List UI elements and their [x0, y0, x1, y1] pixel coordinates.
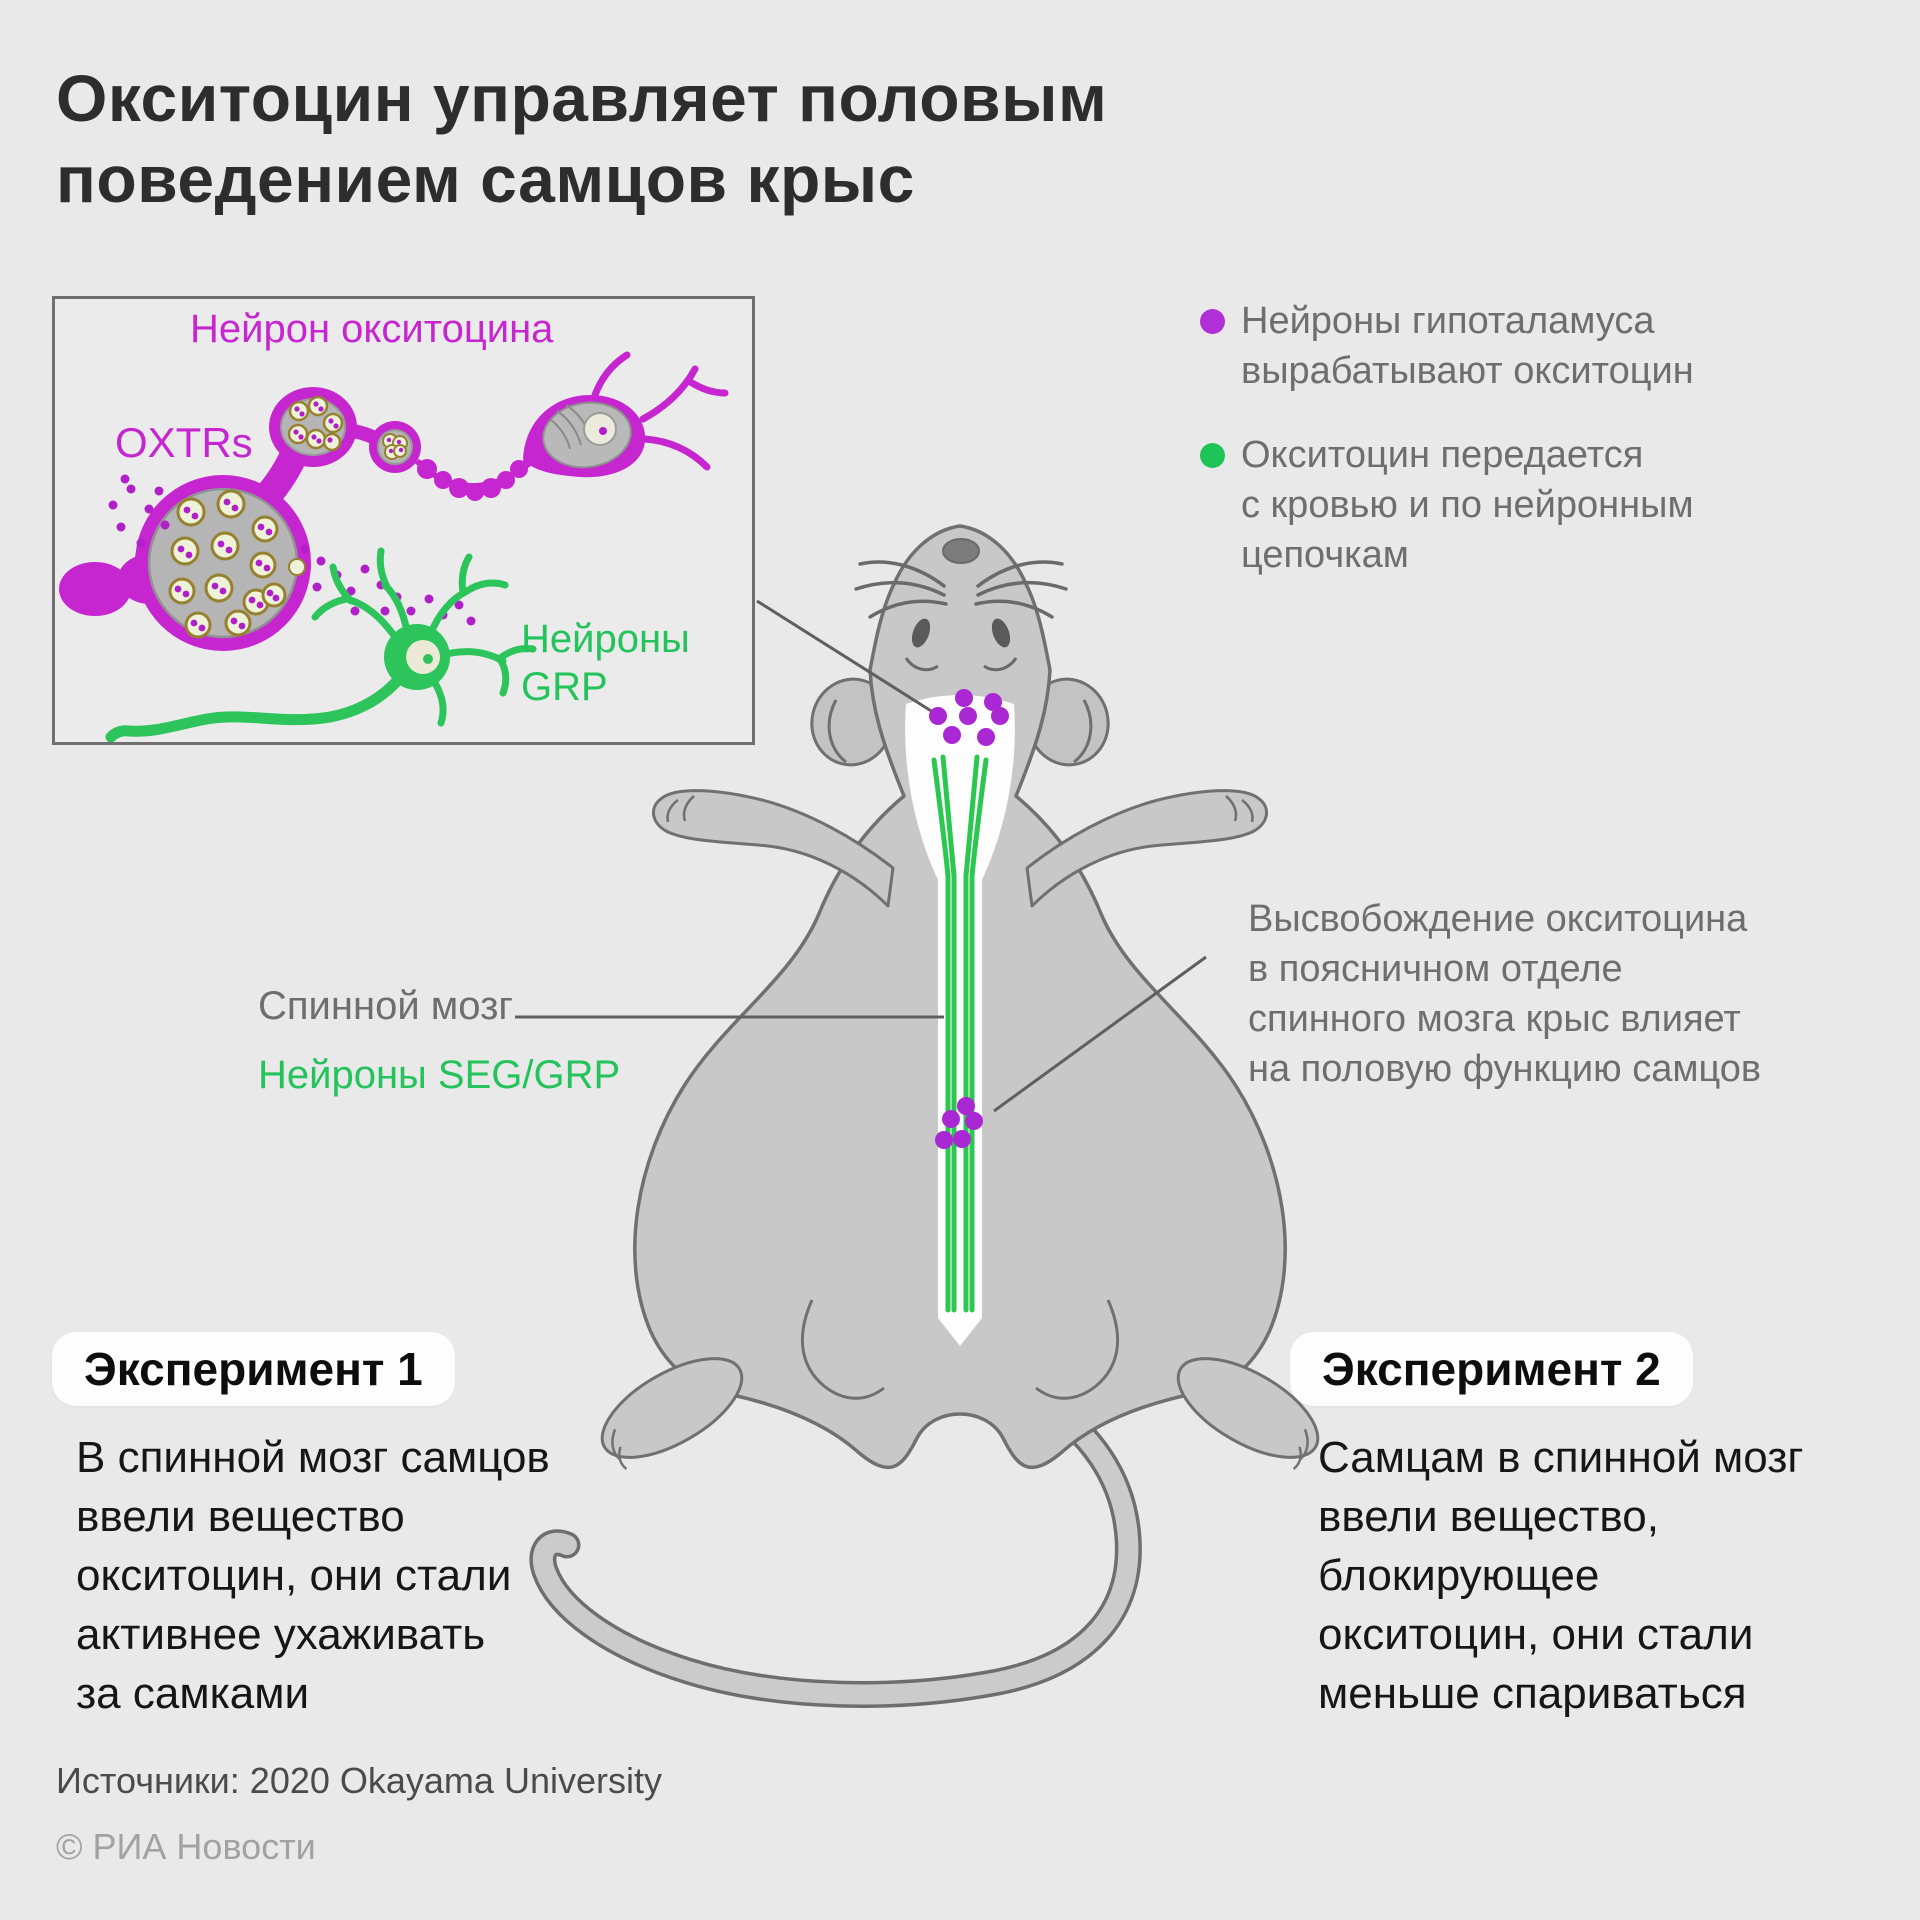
rat-cheek-line-left [904, 657, 939, 672]
experiment-1-badge-label: Эксперимент 1 [84, 1343, 423, 1395]
rat-hind-foot-right [1176, 1357, 1320, 1470]
rat-whiskers [854, 560, 1068, 619]
rat-leg-crease-right [1035, 1299, 1120, 1400]
pointer-callout-to-lumbar [993, 955, 1207, 1113]
seg-grp-neurons-label: Нейроны SEG/GRP [258, 1053, 621, 1097]
spinal-cord-label-line1: Спинной мозг [258, 984, 513, 1028]
neuron-inset-box: Нейрон окситоцина OXTRs Нейроны GRP [52, 296, 755, 745]
page-title: Окситоцин управляет половым поведением с… [56, 58, 1107, 220]
legend-item-hypothalamus: Нейроны гипоталамуса вырабатывают оксито… [1200, 296, 1694, 396]
rat-arm-left [652, 789, 895, 908]
rat-ear-inner-left [827, 699, 847, 764]
experiment-2-badge: Эксперимент 2 [1290, 1332, 1693, 1406]
experiment-2-badge-label: Эксперимент 2 [1322, 1343, 1661, 1395]
oxtrs-label: OXTRs [115, 419, 253, 466]
page-title-line1: Окситоцин управляет половым [56, 61, 1108, 135]
rat-ear-inner-right [1073, 699, 1093, 764]
rat-cheek-line-right [983, 657, 1018, 672]
inset-title: Нейрон окситоцина [190, 307, 554, 351]
rat-tail [529, 1382, 1142, 1708]
source-credit: Источники: 2020 Okayama University [56, 1760, 662, 1801]
rat-claws-right [1225, 795, 1254, 823]
oxytocin-neuron-art [59, 351, 729, 742]
neuron-diagram [59, 351, 729, 742]
spinal-cord-label: Спинной мозг Нейроны SEG/GRP [258, 984, 620, 1098]
rat-leg-crease-left [800, 1299, 885, 1400]
rat-hind-foot-left [600, 1357, 744, 1470]
page-title-line2: поведением самцов крыс [56, 142, 915, 216]
rat-brain-spine-white [905, 695, 1015, 1346]
copyright: © РИА Новости [56, 1826, 316, 1867]
experiment-1-text: В спинной мозг самцов ввели вещество окс… [76, 1433, 550, 1718]
lumbar-dots [935, 1097, 983, 1149]
rat-arm-right [1025, 789, 1268, 908]
rat-claws-left [666, 795, 695, 823]
spinal-green-lines [931, 754, 989, 1313]
green-dot-icon [1200, 443, 1225, 468]
pointer-lines [515, 599, 1207, 1113]
experiment-1-badge: Эксперимент 1 [52, 1332, 455, 1406]
experiment-2-text: Самцам в спинной мозг ввели вещество, бл… [1318, 1433, 1804, 1718]
legend-text-oxytocin-transfer: Окситоцин передается с кровью и по нейро… [1241, 434, 1694, 576]
rat-nose [942, 538, 980, 564]
grp-neurons-label: Нейроны GRP [521, 617, 690, 709]
hypothalamus-dots [929, 689, 1009, 746]
purple-dot-icon [1200, 309, 1225, 334]
rat-eye-right [991, 618, 1011, 648]
pointer-inset-to-head [756, 599, 937, 716]
lumbar-callout-text: Высвобождение окситоцина в поясничном от… [1248, 898, 1762, 1090]
legend-item-oxytocin-transfer: Окситоцин передается с кровью и по нейро… [1200, 430, 1694, 580]
grp-neuron [105, 547, 537, 742]
rat-eye-left [911, 618, 931, 648]
legend-text-hypothalamus: Нейроны гипоталамуса вырабатывают оксито… [1241, 300, 1694, 392]
